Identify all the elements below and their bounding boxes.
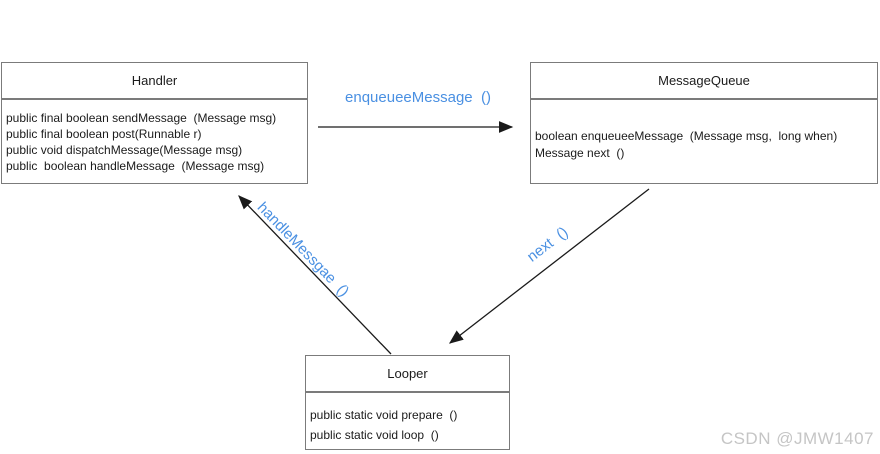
class-box-looper: Looper public static void prepare () pub… [305,355,510,450]
arrow-label-enqueue-message: enqueueeMessage () [345,89,491,106]
arrow-label-handle-message: handleMessgae () [253,199,353,301]
class-methods-messagequeue: boolean enqueueeMessage (Message msg, lo… [531,100,877,162]
class-box-messagequeue: MessageQueue boolean enqueueeMessage (Me… [530,62,878,184]
class-title-messagequeue: MessageQueue [531,63,877,100]
method-line: public boolean handleMessage (Message ms… [6,159,265,173]
watermark: CSDN @JMW1407 [720,429,874,448]
class-methods-handler: public final boolean sendMessage (Messag… [2,100,307,174]
class-methods-looper: public static void prepare () public sta… [306,393,509,445]
method-line: public static void loop () [310,428,439,442]
method-line: public void dispatchMessage(Message msg) [6,143,243,157]
class-box-handler: Handler public final boolean sendMessage… [1,62,308,184]
method-line: public static void prepare () [310,408,458,422]
class-title-handler: Handler [2,63,307,100]
method-line: boolean enqueueeMessage (Message msg, lo… [535,129,838,143]
class-title-looper: Looper [306,356,509,393]
method-line: public final boolean sendMessage (Messag… [6,111,277,125]
method-line: public final boolean post(Runnable r) [6,127,202,141]
arrow-label-next: next () [524,223,572,266]
method-line: Message next () [535,146,625,160]
next-arrow [448,188,650,344]
